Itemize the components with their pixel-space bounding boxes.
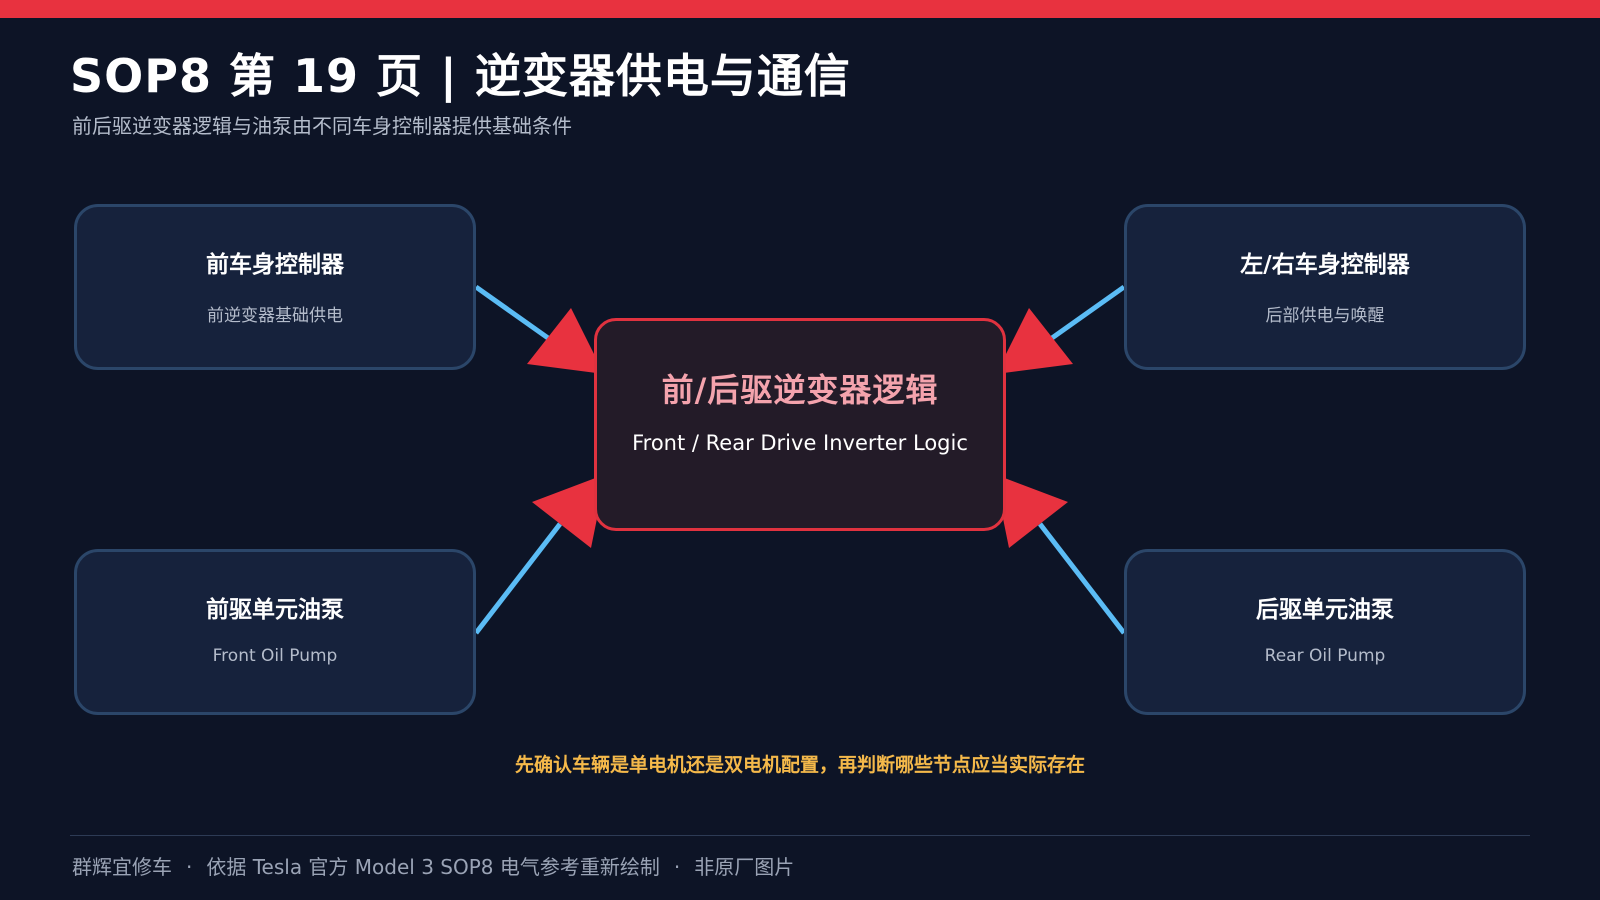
highlight-note: 先确认车辆是单电机还是双电机配置，再判断哪些节点应当实际存在 <box>514 754 1085 776</box>
node-inverter-logic: 前/后驱逆变器逻辑 Front / Rear Drive Inverter Lo… <box>594 318 1006 531</box>
node-subtitle: Rear Oil Pump <box>1264 646 1386 666</box>
edge-rear-oil-pump <box>1038 522 1126 635</box>
center-node-subtitle: Front / Rear Drive Inverter Logic <box>632 431 968 455</box>
node-front-body-controller: 前车身控制器 前逆变器基础供电 <box>74 204 476 370</box>
edge-front-body-controller <box>474 284 550 341</box>
page-title: SOP8 第 19 页 | 逆变器供电与通信 <box>70 49 851 103</box>
footer-source: 依据 Tesla 官方 Model 3 SOP8 电气参考重新绘制 <box>206 855 660 879</box>
node-rear-oil-pump: 后驱单元油泵 Rear Oil Pump <box>1124 549 1526 715</box>
node-title: 前驱单元油泵 <box>206 597 344 623</box>
node-subtitle: 前逆变器基础供电 <box>207 306 343 326</box>
node-left-right-body-controller: 左/右车身控制器 后部供电与唤醒 <box>1124 204 1526 370</box>
arrowhead-left-right-body-controller <box>996 308 1073 374</box>
node-subtitle: Front Oil Pump <box>212 646 338 666</box>
page-subtitle: 前后驱逆变器逻辑与油泵由不同车身控制器提供基础条件 <box>72 114 572 138</box>
arrowhead-rear-oil-pump <box>994 474 1068 548</box>
footer-separator: · <box>186 855 193 879</box>
footer-separator: · <box>673 855 681 879</box>
arrowhead-front-oil-pump <box>532 474 606 548</box>
footer: 群辉宜修车 · 依据 Tesla 官方 Model 3 SOP8 电气参考重新绘制 ·… <box>72 851 794 880</box>
edge-left-right-body-controller <box>1050 284 1126 341</box>
node-title: 前车身控制器 <box>206 252 344 278</box>
arrowhead-front-body-controller <box>527 308 604 374</box>
footer-brand: 群辉宜修车 <box>72 855 172 879</box>
center-node-title: 前/后驱逆变器逻辑 <box>661 371 939 409</box>
node-title: 后驱单元油泵 <box>1256 597 1394 623</box>
footer-disclaimer: 非原厂图片 <box>694 855 795 879</box>
node-front-oil-pump: 前驱单元油泵 Front Oil Pump <box>74 549 476 715</box>
footer-divider <box>70 835 1530 836</box>
node-subtitle: 后部供电与唤醒 <box>1265 306 1385 326</box>
edge-front-oil-pump <box>474 522 562 635</box>
top-accent-bar <box>0 0 1600 18</box>
node-title: 左/右车身控制器 <box>1240 252 1410 278</box>
